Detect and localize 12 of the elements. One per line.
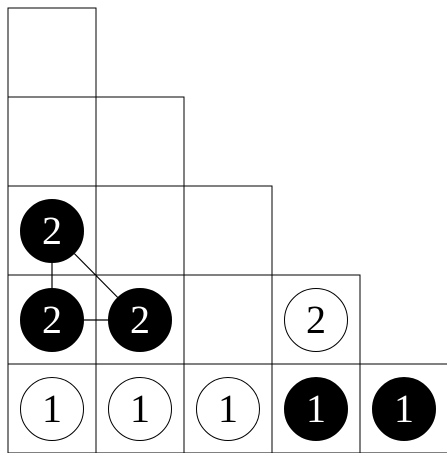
- circle-number: 1: [306, 389, 326, 429]
- circle-number: 1: [130, 389, 150, 429]
- circle-number: 1: [218, 389, 238, 429]
- circle-number: 2: [130, 300, 150, 340]
- circle-number: 1: [394, 389, 414, 429]
- circle-number: 2: [42, 211, 62, 251]
- connector-line: [51, 263, 53, 288]
- connector-line: [84, 319, 108, 321]
- connector-line: [74, 253, 118, 298]
- circle-number: 2: [306, 300, 326, 340]
- circle-number: 1: [42, 389, 62, 429]
- circle-number: 2: [42, 300, 62, 340]
